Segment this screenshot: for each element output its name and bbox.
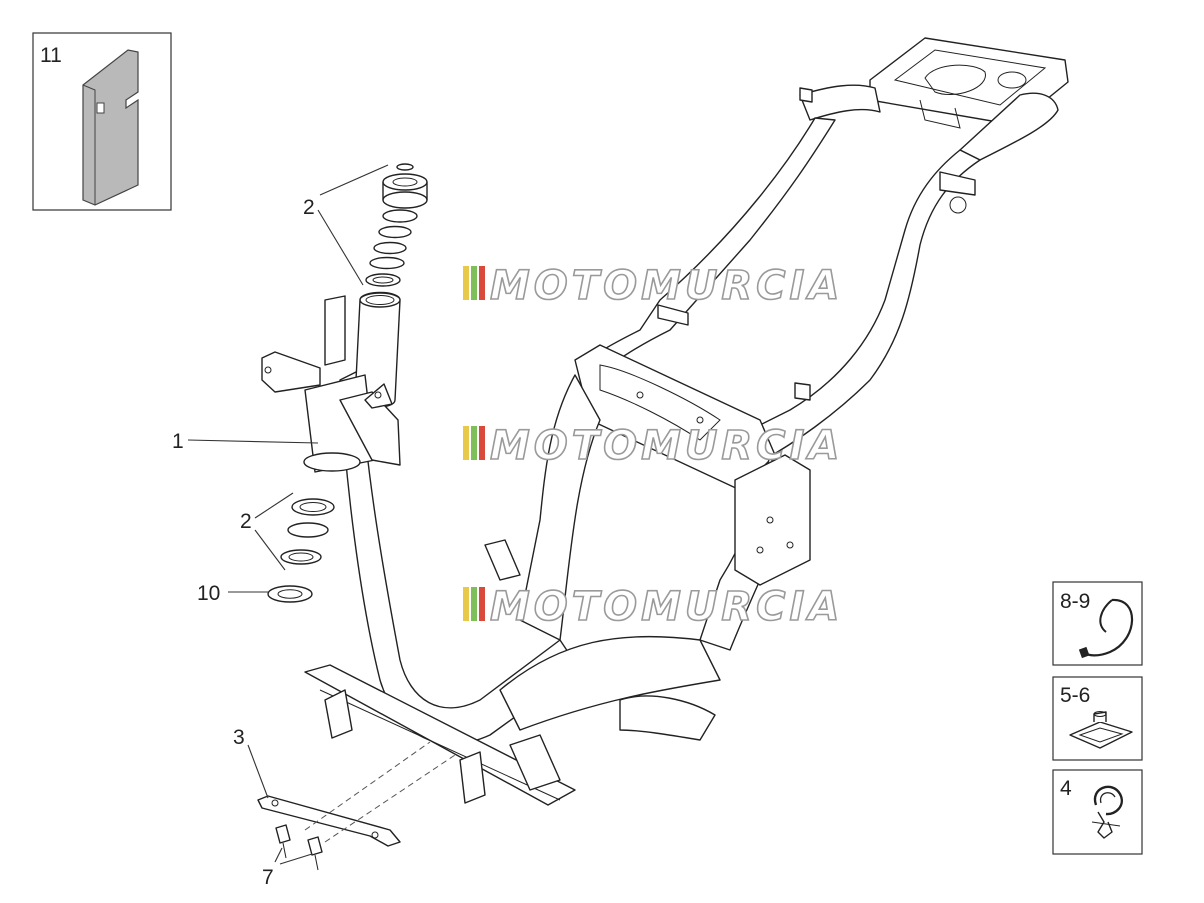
watermark-text: MOTOMURCIA bbox=[490, 584, 843, 630]
callout-3[interactable]: 3 bbox=[233, 726, 245, 749]
watermark-1: MOTOMURCIA bbox=[463, 262, 843, 310]
callout-7[interactable]: 7 bbox=[262, 866, 274, 889]
inset-4-box[interactable]: 4 bbox=[1052, 769, 1143, 855]
watermark-stripe bbox=[471, 426, 477, 460]
inset-5-6-label: 5-6 bbox=[1060, 684, 1090, 707]
inset-11-box[interactable]: 11 bbox=[32, 32, 172, 211]
callout-2-bottom[interactable]: 2 bbox=[240, 510, 252, 533]
inset-4-label: 4 bbox=[1060, 777, 1072, 800]
watermark-text: MOTOMURCIA bbox=[490, 423, 843, 469]
leader-lines bbox=[187, 164, 389, 865]
watermark-text: MOTOMURCIA bbox=[490, 263, 843, 309]
inset-8-9-box[interactable]: 8-9 bbox=[1052, 581, 1143, 666]
watermark-stripe bbox=[463, 587, 469, 621]
clamp-icon bbox=[1078, 598, 1134, 659]
bolts bbox=[275, 824, 323, 871]
callout-2-top[interactable]: 2 bbox=[303, 196, 315, 219]
callout-10[interactable]: 10 bbox=[197, 582, 220, 605]
watermark-stripe bbox=[479, 587, 485, 621]
watermark-stripe bbox=[479, 266, 485, 300]
watermark-stripe bbox=[463, 266, 469, 300]
inset-8-9-label: 8-9 bbox=[1060, 590, 1090, 613]
watermark-stripe bbox=[463, 426, 469, 460]
watermark-2: MOTOMURCIA bbox=[463, 422, 843, 470]
scooter-frame bbox=[261, 37, 1069, 806]
foam-pad-icon bbox=[82, 49, 139, 206]
top-bearing-set bbox=[365, 163, 428, 287]
protection-bracket bbox=[257, 795, 401, 847]
watermark-stripe bbox=[471, 587, 477, 621]
watermark-stripe bbox=[471, 266, 477, 300]
lower-bearing-set bbox=[267, 498, 335, 603]
inset-5-6-box[interactable]: 5-6 bbox=[1052, 676, 1143, 761]
inset-11-label: 11 bbox=[40, 44, 62, 67]
clip-nut-icon bbox=[1069, 711, 1133, 749]
callout-1[interactable]: 1 bbox=[172, 430, 184, 453]
hose-clip-icon bbox=[1091, 785, 1123, 839]
watermark-3: MOTOMURCIA bbox=[463, 583, 843, 631]
watermark-stripe bbox=[479, 426, 485, 460]
